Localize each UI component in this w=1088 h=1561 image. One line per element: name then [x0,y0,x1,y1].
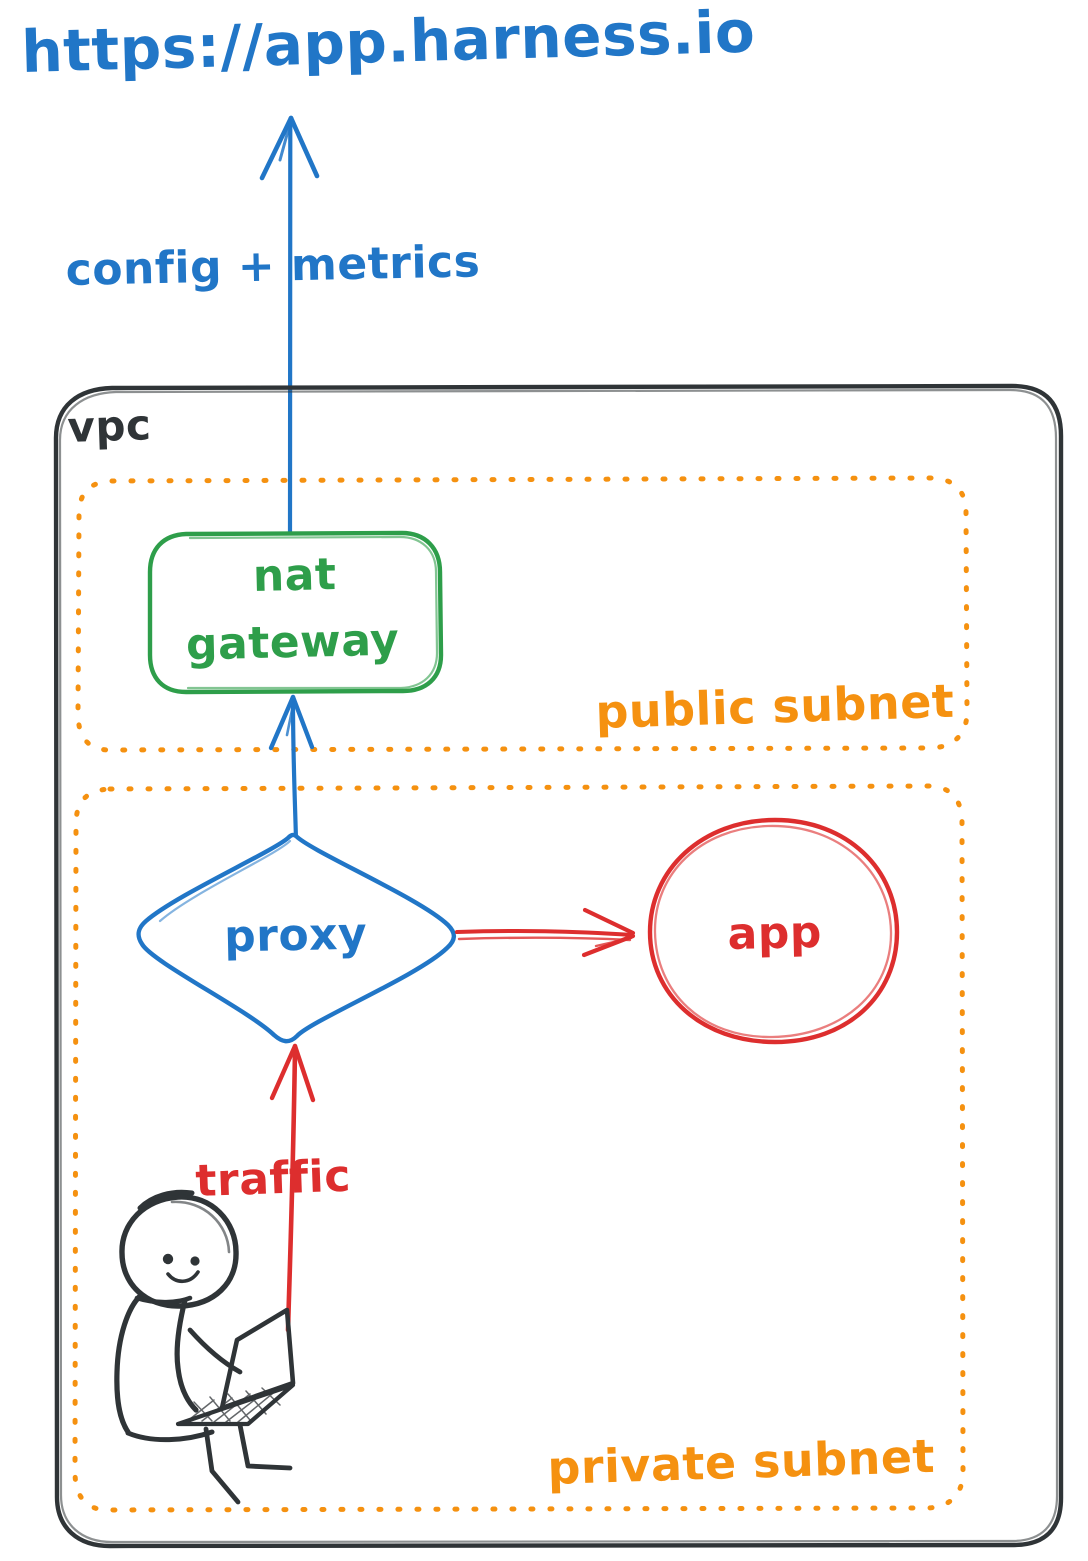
node-app[interactable]: app [647,817,900,1045]
edge-proxy-to-nat [268,694,315,843]
node-proxy[interactable]: proxy [136,832,457,1044]
external-url-label: https://app.harness.io [20,0,756,86]
edge-user-to-proxy [269,1043,316,1333]
edge-label-traffic: traffic [195,1151,352,1207]
proxy-label: proxy [224,909,368,963]
edge-label-config-metrics: config + metrics [65,236,481,296]
edge-nat-to-internet [259,115,320,536]
public-subnet-label: public subnet [595,674,955,739]
nat-gateway-label-line-1: nat [252,549,337,602]
node-nat-gateway[interactable]: nat gateway [147,530,444,695]
edge-proxy-to-app [455,907,636,958]
private-subnet-label: private subnet [547,1429,936,1495]
user-stick-figure-icon [114,1189,296,1505]
vpc-label: vpc [67,400,153,452]
private-subnet-boundary [72,783,966,1513]
app-label: app [727,907,822,960]
nat-gateway-label-line-2: gateway [185,614,399,670]
public-subnet-boundary [75,475,970,753]
vpc-boundary [53,383,1064,1549]
